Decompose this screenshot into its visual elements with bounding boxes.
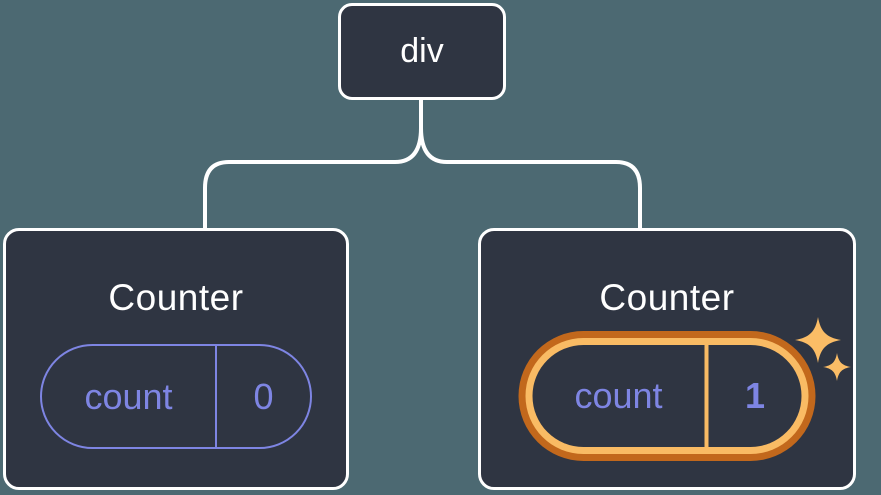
state-pill-highlighted: count 1 bbox=[518, 331, 816, 461]
state-name-label: count bbox=[574, 375, 663, 416]
state-pill-inner: count 1 bbox=[532, 345, 802, 447]
state-value: 1 bbox=[704, 345, 802, 447]
counter-card-right: Counter count 1 bbox=[478, 228, 856, 490]
state-value: 0 bbox=[215, 346, 310, 447]
connector-right-branch bbox=[419, 98, 642, 231]
root-node: div bbox=[338, 3, 506, 100]
state-pill: count 0 bbox=[40, 344, 312, 449]
counter-title: Counter bbox=[108, 277, 244, 318]
sparkles-icon bbox=[795, 317, 851, 381]
connector-left-branch bbox=[203, 98, 423, 231]
highlight-ring: count 1 bbox=[525, 338, 809, 454]
counter-card-left: Counter count 0 bbox=[3, 228, 349, 490]
root-node-label: div bbox=[400, 32, 444, 70]
state-name-label: count bbox=[84, 375, 173, 417]
counter-title: Counter bbox=[599, 277, 735, 318]
